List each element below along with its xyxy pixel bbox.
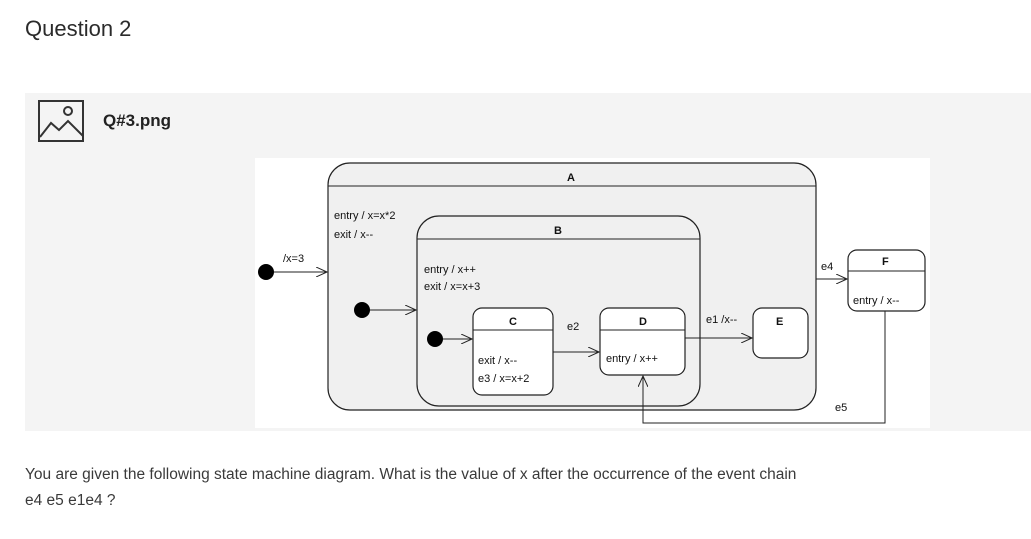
state-A-name: A bbox=[567, 172, 575, 184]
transition-e5-label: e5 bbox=[835, 402, 847, 414]
question-body: You are given the following state machin… bbox=[25, 462, 1015, 514]
initial-node-A bbox=[354, 302, 370, 318]
state-A-entry: entry / x=x*2 bbox=[334, 210, 395, 222]
transition-e4-label: e4 bbox=[821, 261, 833, 273]
initial-transition-label: /x=3 bbox=[283, 253, 304, 265]
state-B-name: B bbox=[554, 225, 562, 237]
initial-node-outer bbox=[258, 264, 274, 280]
state-machine-diagram: A entry / x=x*2 exit / x-- B entry / x++… bbox=[255, 158, 930, 428]
state-F: F entry / x-- bbox=[847, 249, 926, 312]
state-F-name: F bbox=[882, 256, 889, 268]
state-D-name: D bbox=[639, 316, 647, 328]
state-D: D entry / x++ bbox=[599, 307, 686, 376]
state-C-internal: e3 / x=x+2 bbox=[478, 373, 529, 385]
state-B-entry: entry / x++ bbox=[424, 264, 476, 276]
state-E: E bbox=[752, 307, 809, 359]
state-C-exit: exit / x-- bbox=[478, 355, 517, 367]
question-title: Question 2 bbox=[25, 16, 132, 41]
state-C-name: C bbox=[509, 316, 517, 328]
state-A-exit: exit / x-- bbox=[334, 229, 373, 241]
state-E-name: E bbox=[776, 316, 783, 328]
question-text-line1: You are given the following state machin… bbox=[25, 466, 797, 483]
state-F-entry: entry / x-- bbox=[853, 295, 900, 307]
state-C: C exit / x-- e3 / x=x+2 bbox=[472, 307, 554, 396]
state-B-exit: exit / x=x+3 bbox=[424, 281, 480, 293]
attachment-panel: Q#3.png A entry / x=x*2 exit / x-- B bbox=[25, 93, 1031, 431]
attachment-filename[interactable]: Q#3.png bbox=[103, 111, 172, 130]
state-D-entry: entry / x++ bbox=[606, 353, 658, 365]
transition-e1-label: e1 /x-- bbox=[706, 314, 738, 326]
transition-e2-label: e2 bbox=[567, 321, 579, 333]
question-text-line2: e4 e5 e1e4 ? bbox=[25, 492, 116, 509]
image-file-icon bbox=[38, 100, 84, 142]
initial-node-B bbox=[427, 331, 443, 347]
